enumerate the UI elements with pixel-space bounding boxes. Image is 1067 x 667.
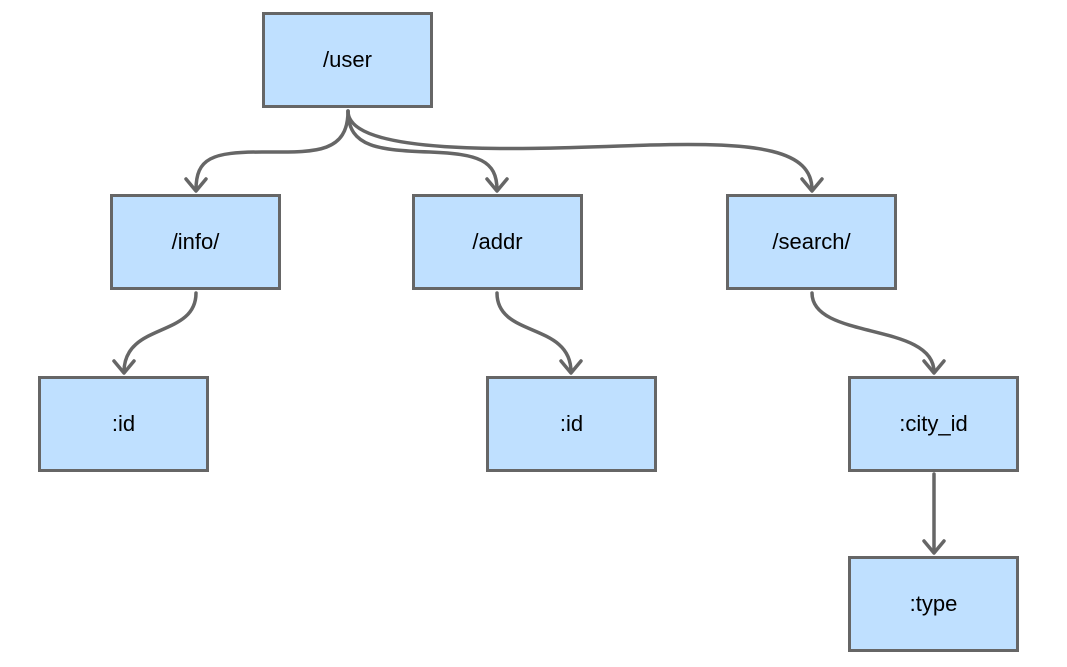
node-addr: /addr [412, 194, 583, 290]
edge-search-cityid [810, 291, 936, 374]
node-user-label: /user [323, 47, 372, 72]
node-info-label: /info/ [171, 229, 220, 254]
node-user: /user [262, 12, 433, 108]
arrowhead-search [800, 177, 824, 193]
node-info: /info/ [110, 194, 281, 290]
arrowhead-info [184, 177, 208, 193]
node-search: /search/ [726, 194, 897, 290]
arrowhead-addr-id [559, 359, 583, 375]
node-info-id: :id [38, 376, 209, 472]
node-city-id: :city_id [848, 376, 1019, 472]
node-info-id-label: :id [111, 411, 136, 436]
node-search-label: /search/ [772, 229, 851, 254]
node-addr-id-label: :id [559, 411, 584, 436]
arrowhead-cityid [922, 359, 946, 375]
node-type-label: :type [909, 591, 958, 616]
edge-user-info [194, 109, 350, 192]
edge-addr-id [495, 291, 573, 374]
edge-info-id [122, 291, 198, 374]
node-addr-id: :id [486, 376, 657, 472]
node-type: :type [848, 556, 1019, 652]
arrowhead-type [922, 539, 946, 555]
node-addr-label: /addr [472, 229, 523, 254]
node-city-id-label: :city_id [899, 411, 968, 436]
arrowhead-addr [485, 177, 509, 193]
edge-user-addr [346, 109, 499, 192]
arrowhead-info-id [112, 359, 136, 375]
edge-user-search [346, 109, 814, 192]
